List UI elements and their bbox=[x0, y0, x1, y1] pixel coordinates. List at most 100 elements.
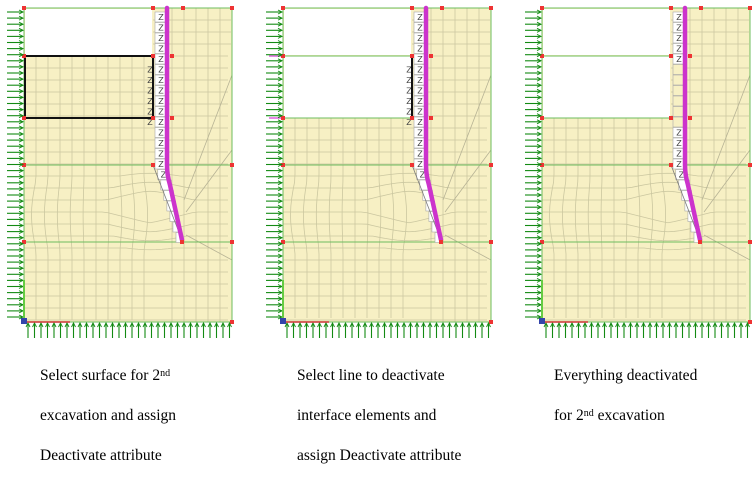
support-arrow-head bbox=[699, 321, 705, 328]
support-arrow-head bbox=[395, 321, 400, 328]
support-arrow-head bbox=[277, 101, 284, 106]
left-supports bbox=[7, 9, 25, 320]
support-arrow-head bbox=[18, 259, 25, 265]
support-arrow-head bbox=[660, 321, 666, 328]
support-arrow-head bbox=[460, 321, 465, 328]
node bbox=[489, 163, 493, 167]
support-arrow-head bbox=[207, 321, 213, 328]
left-supports bbox=[266, 9, 284, 320]
support-arrow-head bbox=[536, 265, 543, 271]
interface-symbol: Z bbox=[158, 76, 164, 85]
mesh-line bbox=[283, 223, 487, 233]
support-arrow-head bbox=[18, 76, 25, 82]
support-arrow-head bbox=[647, 321, 653, 328]
support-arrow-head bbox=[277, 58, 284, 64]
interface-symbol: Z bbox=[158, 118, 164, 127]
support-arrow-head bbox=[18, 253, 25, 259]
support-arrow-head bbox=[18, 198, 25, 204]
support-arrow-head bbox=[621, 321, 627, 328]
support-arrow-head bbox=[536, 113, 543, 119]
mesh-line bbox=[542, 172, 746, 177]
support-arrow-head bbox=[536, 88, 543, 94]
support-arrow-head bbox=[18, 162, 25, 167]
support-arrow-head bbox=[602, 321, 607, 328]
support-arrow-head bbox=[25, 321, 31, 328]
node bbox=[688, 116, 692, 120]
support-arrow-head bbox=[277, 27, 284, 33]
support-arrow-head bbox=[536, 192, 543, 198]
node bbox=[429, 116, 433, 120]
support-arrow-head bbox=[277, 107, 284, 113]
mesh-line bbox=[119, 56, 123, 320]
node bbox=[669, 54, 673, 58]
support-arrow-head bbox=[479, 321, 485, 328]
node bbox=[22, 163, 26, 167]
mesh-line bbox=[303, 118, 308, 318]
mesh-line bbox=[24, 190, 228, 201]
support-arrow-head bbox=[18, 9, 25, 15]
caption-line: Select line to deactivate bbox=[297, 367, 445, 384]
mesh-line bbox=[542, 247, 746, 251]
support-arrow-head bbox=[18, 70, 25, 76]
interface-symbol: Z bbox=[676, 45, 682, 54]
interface-symbol: Z bbox=[417, 108, 423, 117]
node bbox=[281, 6, 285, 10]
support-arrow-head bbox=[453, 321, 459, 328]
interface-symbol: Z bbox=[417, 118, 423, 127]
second-excavation-void bbox=[284, 56, 411, 118]
interface-symbol: Z bbox=[676, 55, 682, 64]
support-arrow-head bbox=[654, 321, 659, 328]
interface-symbol: Z bbox=[417, 87, 423, 96]
support-arrow-head bbox=[536, 180, 543, 186]
support-arrow-head bbox=[536, 27, 543, 33]
node bbox=[410, 6, 414, 10]
support-arrow-head bbox=[18, 235, 25, 241]
mesh-line bbox=[649, 118, 654, 318]
retaining-wall bbox=[423, 5, 444, 243]
caption-line: excavation bbox=[597, 407, 665, 424]
support-arrow-head bbox=[536, 149, 543, 155]
mesh-line bbox=[315, 118, 320, 318]
mesh-line bbox=[24, 247, 228, 251]
support-arrow-head bbox=[427, 321, 433, 328]
support-arrow-head bbox=[382, 321, 387, 328]
support-arrow-head bbox=[369, 321, 374, 328]
interface-symbol: Z bbox=[417, 76, 423, 85]
support-arrow-head bbox=[349, 321, 355, 328]
support-arrow-head bbox=[277, 64, 284, 70]
support-arrow-head bbox=[466, 321, 472, 328]
support-arrow-head bbox=[277, 125, 284, 131]
support-arrow-head bbox=[18, 271, 25, 277]
node bbox=[748, 240, 752, 244]
bottom-supports bbox=[543, 321, 750, 338]
interface-symbol: Z bbox=[676, 129, 682, 138]
support-arrow-head bbox=[343, 321, 348, 328]
support-arrow-head bbox=[277, 113, 284, 119]
interface-symbol: Z bbox=[147, 76, 153, 85]
support-arrow-head bbox=[486, 321, 491, 328]
support-arrow-head bbox=[97, 321, 102, 328]
mesh-line bbox=[703, 234, 751, 261]
support-arrow-head bbox=[18, 88, 25, 94]
support-arrow-head bbox=[440, 321, 446, 328]
interface-symbol: Z bbox=[406, 76, 412, 85]
node bbox=[748, 6, 752, 10]
support-arrow-head bbox=[18, 149, 25, 155]
support-arrow-head bbox=[317, 321, 322, 328]
support-arrow-head bbox=[536, 82, 543, 88]
support-arrow-head bbox=[162, 321, 167, 328]
support-arrow-head bbox=[543, 321, 549, 328]
selected-surface bbox=[24, 55, 154, 119]
support-arrow-head bbox=[84, 321, 89, 328]
mesh-line bbox=[24, 172, 228, 177]
interface-symbol: Z bbox=[417, 97, 423, 106]
support-arrow-head bbox=[18, 247, 25, 253]
interface-symbol: Z bbox=[406, 97, 412, 106]
support-arrow-head bbox=[277, 21, 284, 27]
support-arrow-head bbox=[536, 64, 543, 70]
support-arrow-head bbox=[38, 321, 44, 328]
origin-marker bbox=[539, 318, 545, 324]
retaining-wall bbox=[682, 5, 703, 243]
